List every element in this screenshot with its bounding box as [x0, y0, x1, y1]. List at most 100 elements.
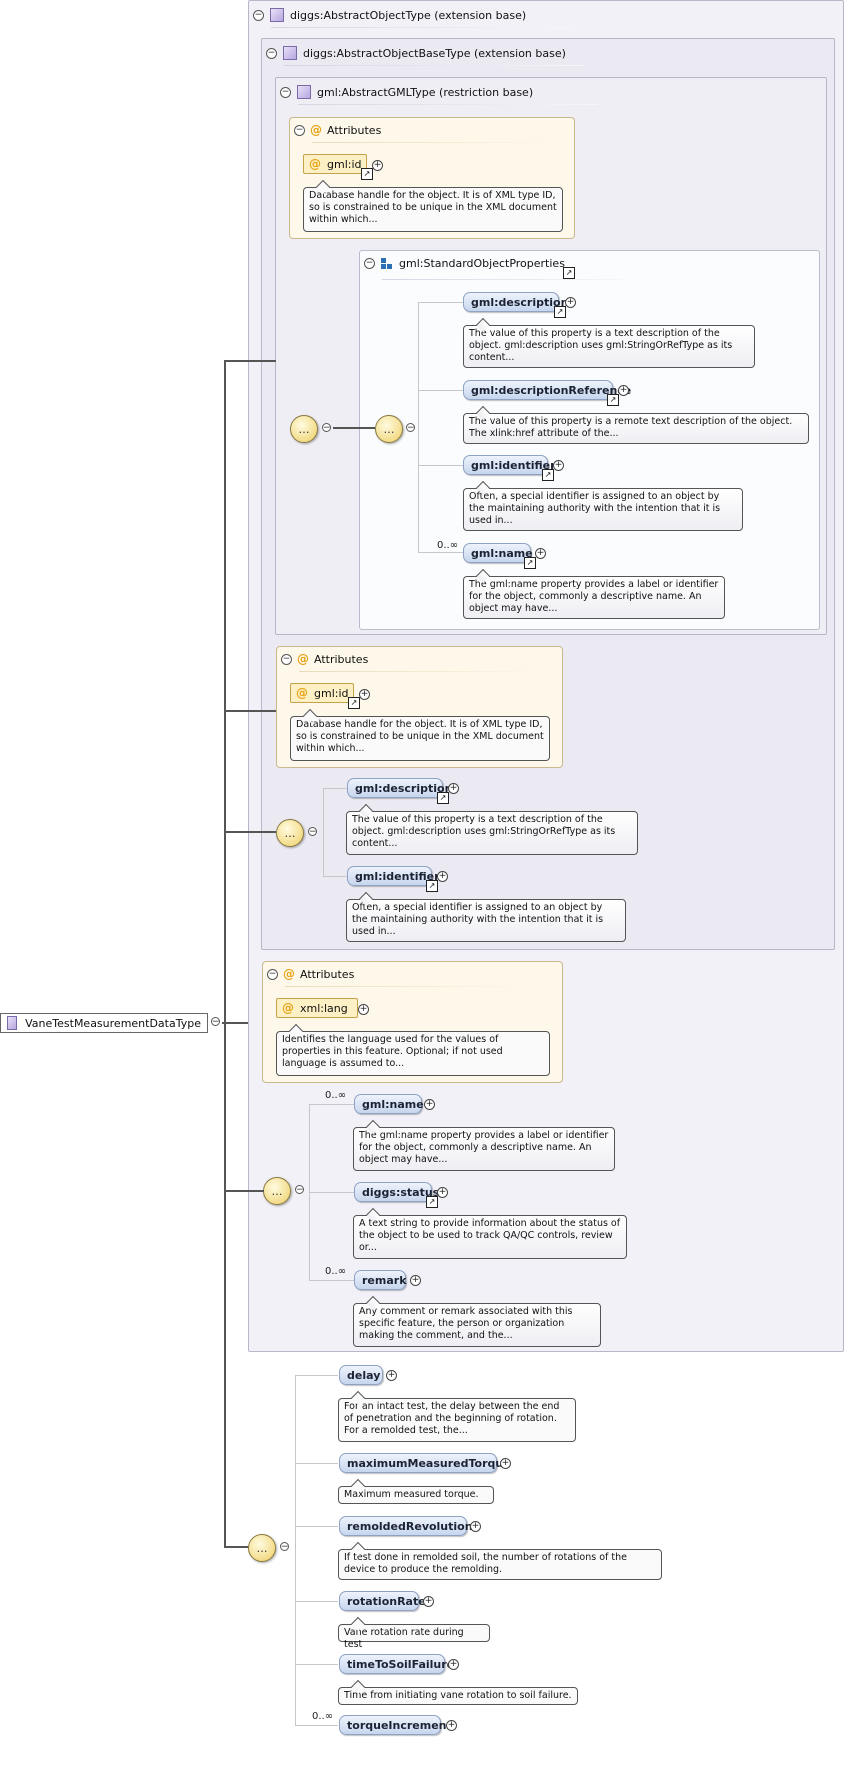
type-label: diggs:AbstractObjectType (extension base… — [290, 8, 527, 22]
abstract-object-base-type-header[interactable]: − diggs:AbstractObjectBaseType (extensio… — [266, 45, 566, 61]
vane-remolded-revolutions[interactable]: remoldedRevolutions — [339, 1516, 479, 1536]
header-divider — [312, 142, 552, 143]
expand-icon[interactable]: + — [470, 1521, 481, 1532]
vane-rotation-rate[interactable]: rotationRate — [339, 1591, 426, 1611]
collapse-icon[interactable]: − — [280, 1542, 289, 1552]
obj-prop-remark[interactable]: remark — [354, 1270, 407, 1290]
ref-arrow-icon[interactable]: ↗ — [563, 267, 575, 279]
vane-delay[interactable]: delay — [339, 1365, 383, 1385]
obj-prop-name-doc: The gml:name property provides a label o… — [353, 1127, 615, 1171]
header-divider — [382, 279, 622, 280]
expand-icon[interactable]: + — [448, 1659, 459, 1670]
ref-arrow-icon[interactable]: ↗ — [554, 306, 566, 318]
std-seq-vertical — [418, 302, 419, 552]
expand-icon[interactable]: + — [553, 460, 564, 471]
expand-icon[interactable]: + — [535, 548, 546, 559]
vane-torque-increment[interactable]: torqueIncrement — [339, 1715, 452, 1735]
ref-arrow-icon[interactable]: ↗ — [361, 168, 373, 180]
std-props-label: gml:StandardObjectProperties — [399, 257, 565, 270]
expand-icon[interactable]: + — [448, 783, 459, 794]
root-label: VaneTestMeasurementDataType — [25, 1016, 201, 1030]
sequence-compositor-icon[interactable]: … — [290, 415, 318, 443]
sequence-compositor-icon[interactable]: … — [375, 415, 403, 443]
collapse-icon[interactable]: − — [322, 423, 331, 433]
sequence-compositor-icon[interactable]: … — [248, 1534, 276, 1562]
std-prop-name-doc: The gml:name property provides a label o… — [463, 576, 725, 619]
element-label: remoldedRevolutions — [347, 1519, 480, 1533]
attributes-header[interactable]: − @ Attributes — [267, 967, 354, 981]
std-prop-name[interactable]: gml:name — [463, 543, 533, 563]
seq-branch — [309, 1192, 354, 1193]
std-prop-description-doc: The value of this property is a text des… — [463, 325, 755, 368]
expand-icon[interactable]: + — [618, 385, 629, 396]
expand-icon[interactable]: + — [386, 1370, 397, 1381]
ref-arrow-icon[interactable]: ↗ — [426, 1196, 438, 1208]
std-prop-description-reference[interactable]: gml:descriptionReference — [463, 380, 631, 400]
attributes-label: Attributes — [314, 652, 369, 666]
expand-icon[interactable]: + — [446, 1720, 457, 1731]
collapse-icon[interactable]: − — [253, 9, 264, 21]
expand-icon[interactable]: + — [410, 1275, 421, 1286]
ref-arrow-icon[interactable]: ↗ — [348, 697, 360, 709]
header-divider — [284, 65, 584, 66]
expand-icon[interactable]: + — [565, 297, 576, 308]
std-prop-description-reference-doc: The value of this property is a remote t… — [463, 413, 809, 444]
abstract-object-type-header[interactable]: − diggs:AbstractObjectType (extension ba… — [253, 7, 526, 23]
obj-prop-name[interactable]: gml:name — [354, 1094, 424, 1114]
expand-icon[interactable]: + — [358, 1004, 369, 1015]
gml-id-doc: Database handle for the object. It is of… — [290, 716, 550, 761]
collapse-icon[interactable]: − — [281, 653, 292, 665]
vane-time-to-soil-failure[interactable]: timeToSoilFailure — [339, 1654, 454, 1674]
ref-arrow-icon[interactable]: ↗ — [437, 792, 449, 804]
collapse-icon[interactable]: − — [295, 1185, 304, 1195]
std-prop-identifier-doc: Often, a special identifier is assigned … — [463, 488, 743, 531]
attributes-label: Attributes — [327, 123, 382, 137]
expand-icon[interactable]: + — [437, 1187, 448, 1198]
collapse-icon[interactable]: − — [266, 47, 277, 59]
ref-arrow-icon[interactable]: ↗ — [542, 469, 554, 481]
std-prop-description[interactable]: gml:description — [463, 292, 568, 312]
std-prop-identifier[interactable]: gml:identifier — [463, 455, 556, 475]
xml-lang-attribute[interactable]: @ xml:lang — [276, 998, 358, 1018]
trunk-branch — [224, 1546, 250, 1548]
abstract-gml-type-header[interactable]: − gml:AbstractGMLType (restriction base) — [280, 84, 533, 100]
element-label: gml:name — [362, 1097, 424, 1111]
element-label: gml:description — [355, 781, 453, 795]
collapse-icon[interactable]: − — [364, 258, 375, 269]
vane-maximum-measured-torque[interactable]: maximumMeasuredTorque — [339, 1453, 511, 1473]
expand-icon[interactable]: + — [359, 689, 370, 700]
element-label: gml:name — [471, 546, 533, 560]
expand-icon[interactable]: + — [424, 1099, 435, 1110]
gml-id-attribute[interactable]: @ gml:id — [303, 154, 367, 174]
obj-prop-status[interactable]: diggs:status — [354, 1182, 439, 1202]
seq-branch — [309, 1104, 354, 1105]
expand-icon[interactable]: + — [437, 871, 448, 882]
expand-icon[interactable]: + — [423, 1596, 434, 1607]
expand-icon[interactable]: + — [372, 160, 383, 171]
base-prop-identifier-doc: Often, a special identifier is assigned … — [346, 899, 626, 942]
ref-arrow-icon[interactable]: ↗ — [607, 394, 619, 406]
collapse-icon[interactable]: − — [406, 423, 415, 433]
collapse-icon[interactable]: − — [267, 968, 278, 980]
ref-arrow-icon[interactable]: ↗ — [524, 557, 536, 569]
attributes-header[interactable]: − @ Attributes — [294, 123, 381, 137]
base-prop-description-doc: The value of this property is a text des… — [346, 811, 638, 855]
collapse-icon[interactable]: − — [294, 124, 305, 136]
base-prop-identifier[interactable]: gml:identifier — [347, 866, 440, 886]
expand-icon[interactable]: + — [500, 1458, 511, 1469]
std-props-header[interactable]: − gml:StandardObjectProperties — [364, 257, 565, 270]
base-prop-description[interactable]: gml:description — [347, 778, 452, 798]
gml-id-attribute[interactable]: @ gml:id — [290, 683, 354, 703]
ref-arrow-icon[interactable]: ↗ — [426, 880, 438, 892]
collapse-icon[interactable]: − — [280, 86, 291, 98]
element-label: gml:description — [471, 295, 569, 309]
attributes-header[interactable]: − @ Attributes — [281, 652, 368, 666]
sequence-compositor-icon[interactable]: … — [263, 1177, 291, 1205]
attribute-label: gml:id — [327, 157, 362, 171]
attribute-label: gml:id — [314, 686, 349, 700]
root-type[interactable]: VaneTestMeasurementDataType — [0, 1013, 208, 1033]
collapse-icon[interactable]: − — [211, 1017, 220, 1027]
sequence-compositor-icon[interactable]: … — [276, 819, 304, 847]
element-label: gml:identifier — [471, 458, 556, 472]
collapse-icon[interactable]: − — [308, 827, 317, 837]
